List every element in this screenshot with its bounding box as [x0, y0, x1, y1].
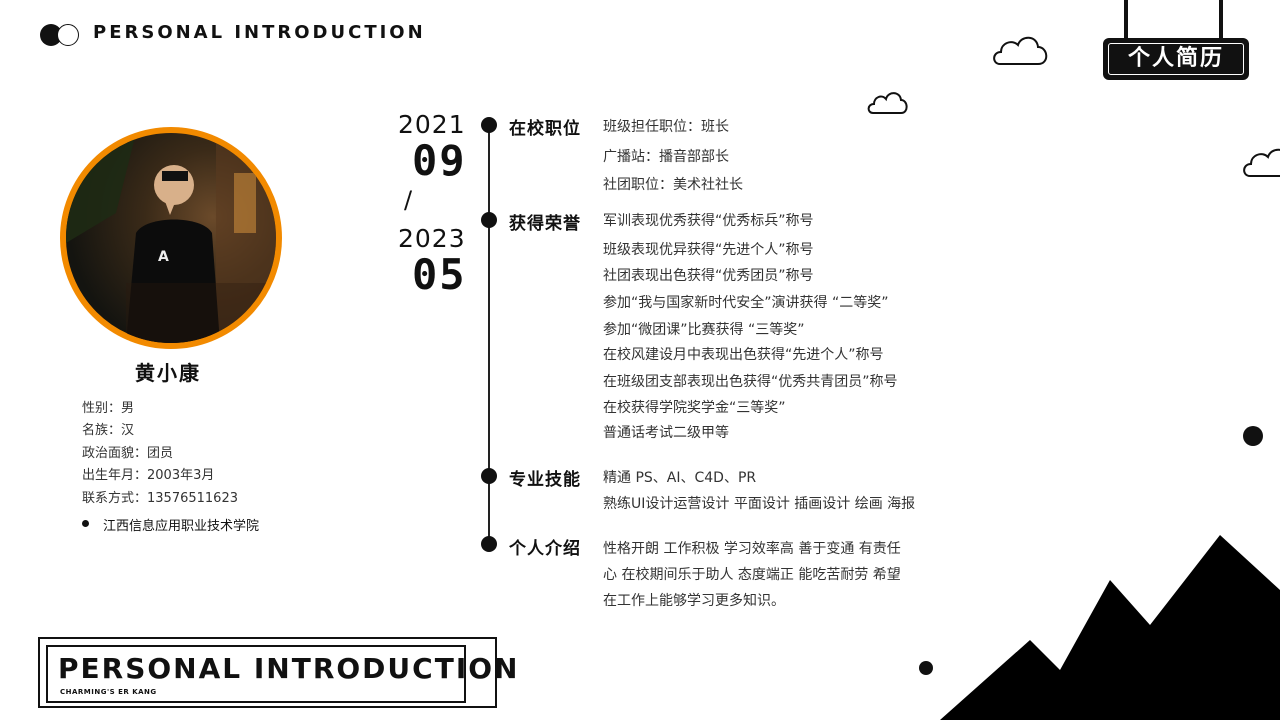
date-separator: /: [404, 186, 413, 214]
timeline-dot: [481, 468, 497, 484]
footer-frame: [38, 637, 497, 708]
detail-contact: 联系方式：13576511623: [82, 491, 238, 506]
cloud-icon: [1243, 148, 1280, 177]
list-item: 参加“微团课”比赛获得 “三等奖”: [603, 322, 805, 338]
mountains-illustration: [940, 535, 1280, 720]
school-name: 江西信息应用职业技术学院: [103, 519, 260, 534]
header-dots-icon: [40, 24, 80, 48]
section-title-honors: 获得荣誉: [509, 214, 581, 234]
sign-string-right: [1219, 0, 1223, 42]
list-item: 熟练UI设计运营设计 平面设计 插画设计 绘画 海报: [603, 496, 916, 512]
list-item: 普通话考试二级甲等: [603, 425, 729, 441]
profile-name: 黄小康: [135, 361, 201, 385]
detail-birth: 出生年月：2003年3月: [82, 468, 215, 483]
intro-line: 性格开朗 工作积极 学习效率高 善于变通 有责任: [603, 541, 901, 557]
sign-string-left: [1124, 0, 1128, 42]
detail-ethnicity: 名族：汉: [82, 423, 135, 438]
list-item: 精通 PS、AI、C4D、PR: [603, 470, 757, 486]
decor-dot: [919, 661, 933, 675]
list-item: 班级担任职位：班长: [603, 119, 729, 135]
list-item: 班级表现优异获得“先进个人”称号: [603, 242, 814, 258]
list-item: 在班级团支部表现出色获得“优秀共青团员”称号: [603, 374, 898, 390]
decor-dot: [1243, 426, 1263, 446]
list-item: 在校风建设月中表现出色获得“先进个人”称号: [603, 347, 884, 363]
start-month: 09: [412, 136, 467, 185]
detail-political-status: 政治面貌：团员: [82, 446, 174, 461]
list-item: 社团表现出色获得“优秀团员”称号: [603, 268, 814, 284]
cloud-icon: [867, 92, 908, 114]
timeline-dot: [481, 117, 497, 133]
timeline-dot: [481, 212, 497, 228]
list-item: 广播站：播音部部长: [603, 149, 729, 165]
footer-subtitle: CHARMING'S ER KANG: [60, 688, 157, 696]
end-month: 05: [412, 250, 467, 299]
detail-gender: 性别：男: [82, 401, 135, 416]
avatar: A: [60, 127, 282, 349]
footer-inner-frame: [46, 645, 466, 703]
end-year: 2023: [398, 224, 466, 253]
section-title-skills: 专业技能: [509, 470, 581, 490]
cloud-icon: [993, 36, 1048, 65]
intro-line: 心 在校期间乐于助人 态度端正 能吃苦耐劳 希望: [603, 567, 901, 583]
resume-sign: 个人简历: [1103, 38, 1249, 80]
timeline-dot: [481, 536, 497, 552]
list-item: 参加“我与国家新时代安全”演讲获得 “二等奖”: [603, 295, 889, 311]
section-title-intro: 个人介绍: [509, 539, 581, 559]
page-title: PERSONAL INTRODUCTION: [93, 22, 426, 43]
svg-text:A: A: [158, 249, 169, 265]
list-item: 军训表现优秀获得“优秀标兵”称号: [603, 213, 814, 229]
footer-title: PERSONAL INTRODUCTION: [58, 652, 520, 685]
intro-line: 在工作上能够学习更多知识。: [603, 593, 785, 609]
timeline-line: [488, 124, 490, 544]
list-item: 社团职位：美术社社长: [603, 177, 743, 193]
start-year: 2021: [398, 110, 466, 139]
list-item: 在校获得学院奖学金“三等奖”: [603, 400, 786, 416]
section-title-positions: 在校职位: [509, 119, 581, 139]
bullet-icon: [82, 520, 89, 527]
